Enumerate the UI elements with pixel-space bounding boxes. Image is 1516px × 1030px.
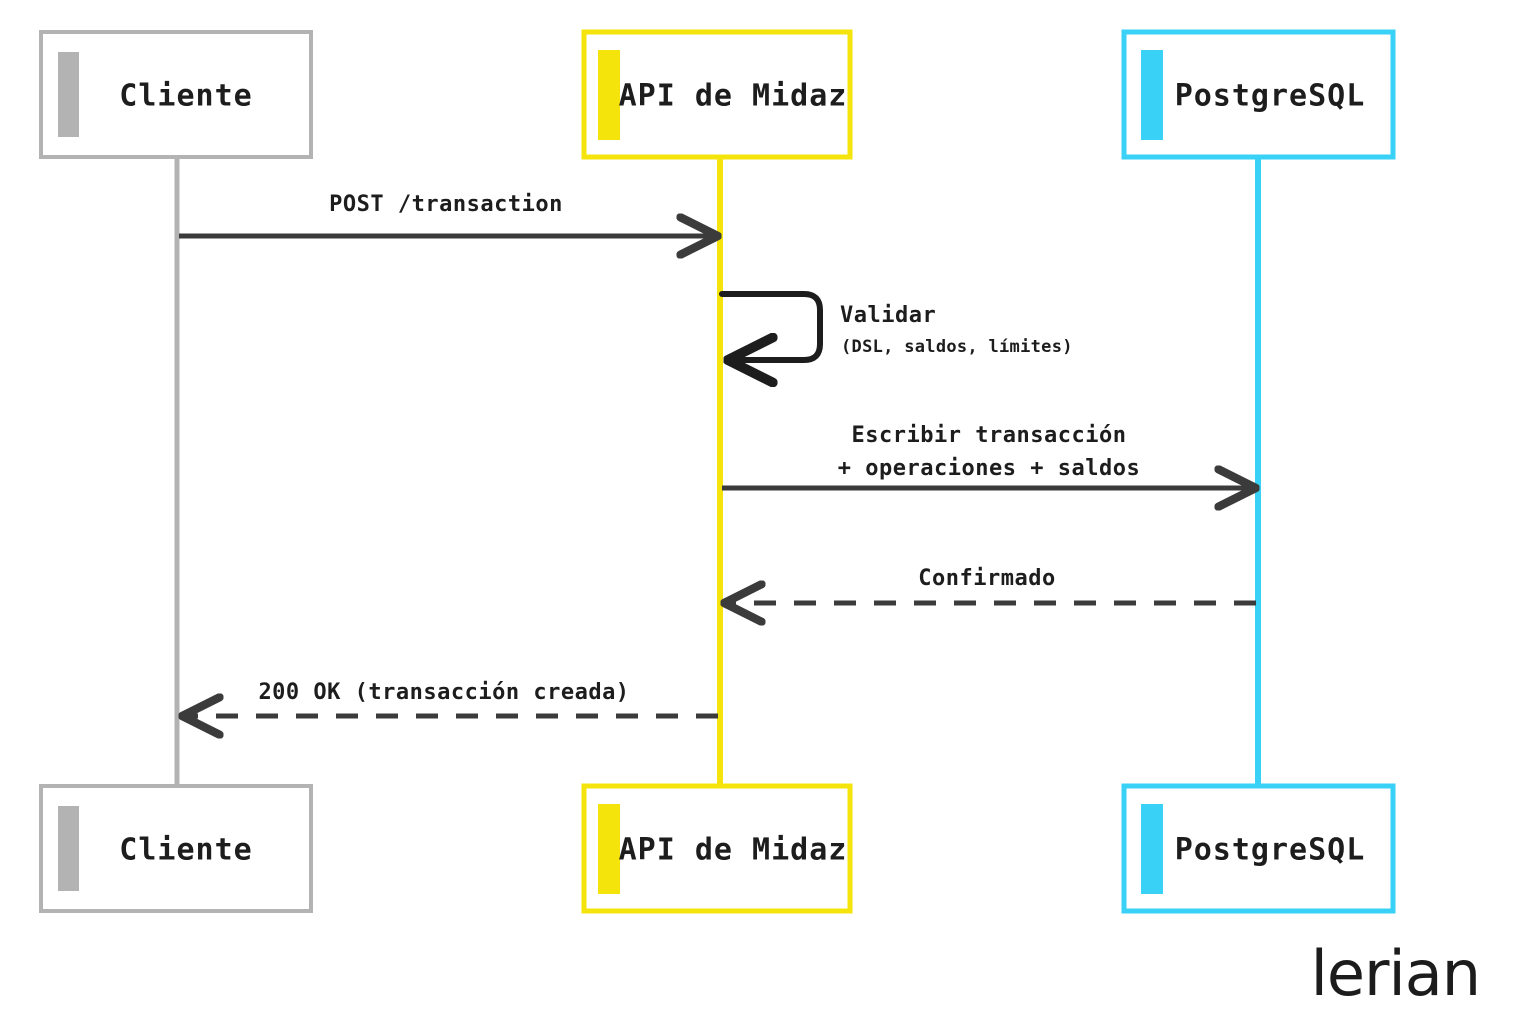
actor-box-outline <box>39 30 313 159</box>
actor-accent-bar <box>598 804 620 894</box>
message-label: Validar <box>840 303 936 328</box>
actor-box-outline <box>1121 29 1396 160</box>
message-label: POST /transaction <box>329 192 563 217</box>
message-label-line2: + operaciones + saldos <box>838 456 1140 481</box>
actor-box-api-top[interactable]: API de Midaz <box>581 29 853 160</box>
actor-box-outline <box>1121 783 1396 914</box>
actor-accent-bar <box>58 52 79 137</box>
actor-box-postgres-top[interactable]: PostgreSQL <box>1121 29 1396 160</box>
actor-box-api-bottom[interactable]: API de Midaz <box>581 783 853 914</box>
actor-box-cliente-bottom[interactable]: Cliente <box>39 784 313 913</box>
message-confirmado[interactable]: Confirmado <box>726 566 1256 603</box>
brand-logo: lerian <box>1311 937 1481 1010</box>
actor-label-cliente: Cliente <box>119 833 252 868</box>
actor-accent-bar <box>598 50 620 140</box>
actor-label-api: API de Midaz <box>619 79 848 114</box>
actor-accent-bar <box>58 806 79 891</box>
self-loop-path <box>719 291 823 360</box>
actor-accent-bar <box>1141 50 1163 140</box>
actor-box-postgres-bottom[interactable]: PostgreSQL <box>1121 783 1396 914</box>
message-post-transaction[interactable]: POST /transaction <box>179 192 716 236</box>
message-escribir-transaccion[interactable]: Escribir transacción + operaciones + sal… <box>722 423 1254 488</box>
actor-box-outline <box>581 783 853 914</box>
actor-accent-bar <box>1141 804 1163 894</box>
actor-label-postgres: PostgreSQL <box>1175 79 1366 114</box>
message-200-ok[interactable]: 200 OK (transacción creada) <box>184 680 718 716</box>
actor-box-cliente-top[interactable]: Cliente <box>39 30 313 159</box>
actor-label-postgres: PostgreSQL <box>1175 833 1366 868</box>
actor-label-cliente: Cliente <box>119 79 252 114</box>
actor-label-api: API de Midaz <box>619 833 848 868</box>
brand-logo-text: lerian <box>1311 937 1480 1010</box>
message-label: Confirmado <box>918 566 1055 591</box>
message-sublabel: (DSL, saldos, límites) <box>841 337 1073 357</box>
actor-box-outline <box>581 29 853 160</box>
message-label-line1: Escribir transacción <box>852 423 1127 448</box>
actor-box-outline <box>39 784 313 913</box>
message-label: 200 OK (transacción creada) <box>258 680 629 705</box>
message-validar-self-loop[interactable]: Validar (DSL, saldos, límites) <box>719 291 1073 360</box>
